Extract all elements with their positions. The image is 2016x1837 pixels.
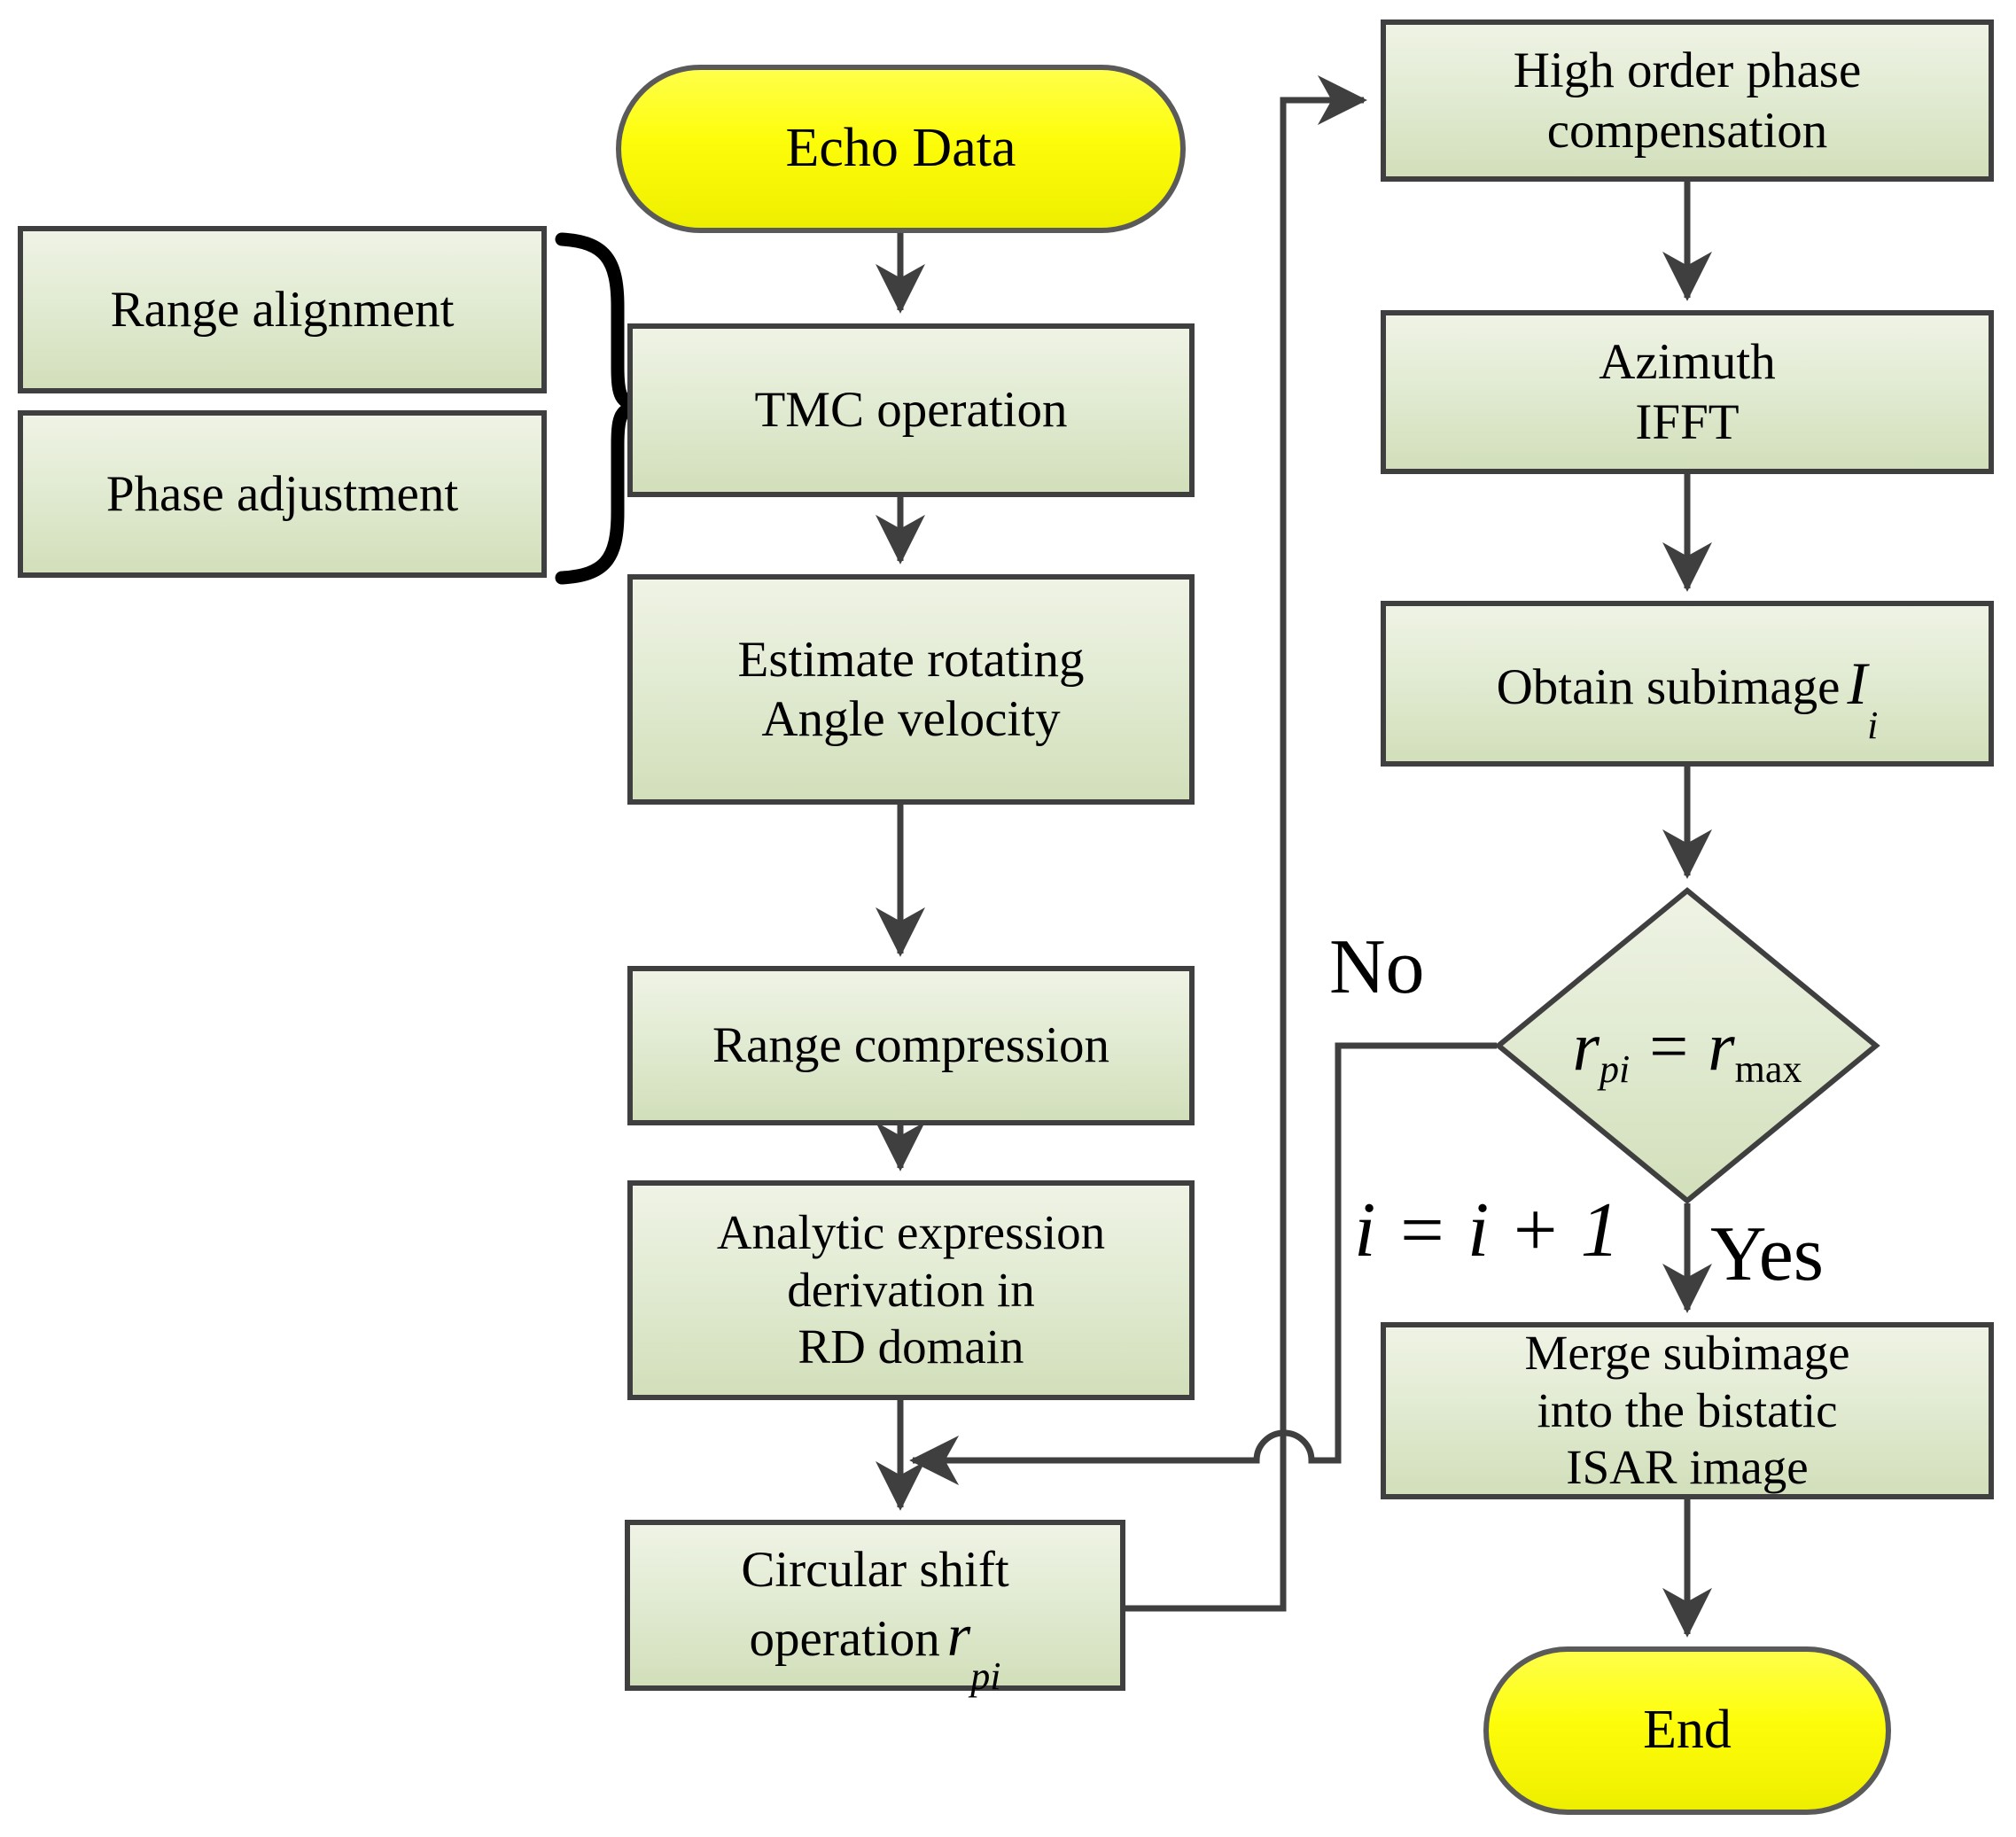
node-end: End xyxy=(1483,1646,1891,1815)
circular-shift-line1: Circular shift xyxy=(741,1541,1009,1598)
node-range-alignment: Range alignment xyxy=(18,226,547,393)
estimate-rotating-line1: Estimate rotating xyxy=(737,631,1085,688)
node-range-compression: Range compression xyxy=(627,966,1195,1125)
node-analytic-expression: Analytic expression derivation in RD dom… xyxy=(627,1180,1195,1400)
analytic-expression-line1: Analytic expression xyxy=(716,1204,1106,1259)
decision-operator: = xyxy=(1649,1007,1689,1085)
edge-label-no: No xyxy=(1329,924,1425,1010)
decision-diamond-shape xyxy=(1494,887,1880,1204)
echo-data-label: Echo Data xyxy=(785,118,1016,179)
decision-lhs: r xyxy=(1572,1007,1600,1085)
high-order-phase-line2: compensation xyxy=(1546,102,1828,159)
circular-shift-symbol: r xyxy=(946,1601,971,1669)
decision-rhs: r xyxy=(1708,1007,1735,1085)
estimate-rotating-line2: Angle velocity xyxy=(761,691,1061,747)
analytic-expression-line2: derivation in xyxy=(787,1262,1035,1317)
loop-circularshift-to-highorder xyxy=(1125,75,1367,1612)
range-alignment-label: Range alignment xyxy=(110,281,455,338)
range-compression-label: Range compression xyxy=(712,1017,1109,1074)
phase-adjustment-label: Phase adjustment xyxy=(105,465,459,522)
node-estimate-rotating: Estimate rotating Angle velocity xyxy=(627,574,1195,805)
node-phase-adjustment: Phase adjustment xyxy=(18,410,547,578)
edge-label-yes: Yes xyxy=(1710,1211,1825,1297)
tmc-operation-label: TMC operation xyxy=(754,382,1068,439)
azimuth-ifft-line1: Azimuth xyxy=(1599,334,1776,391)
high-order-phase-line1: High order phase xyxy=(1513,43,1862,99)
azimuth-ifft-line2: IFFT xyxy=(1635,393,1740,450)
edge-label-increment: i = i + 1 xyxy=(1354,1187,1620,1273)
obtain-subimage-symbol-sub: i xyxy=(1867,703,1879,747)
obtain-subimage-label: Obtain subimage xyxy=(1496,659,1841,716)
loop-decision-no-feedback xyxy=(909,1042,1497,1485)
circular-shift-line2-text: operation xyxy=(749,1611,940,1667)
end-label: End xyxy=(1643,1700,1732,1761)
merge-subimage-line1: Merge subimage xyxy=(1524,1325,1850,1380)
circular-shift-symbol-sub: pi xyxy=(970,1654,1001,1699)
merge-subimage-line2: into the bistatic xyxy=(1537,1382,1838,1437)
node-high-order-phase: High order phase compensation xyxy=(1381,19,1994,182)
node-tmc-operation: TMC operation xyxy=(627,323,1195,497)
node-merge-subimage: Merge subimage into the bistatic ISAR im… xyxy=(1381,1322,1994,1499)
analytic-expression-line3: RD domain xyxy=(798,1319,1024,1374)
obtain-subimage-symbol: I xyxy=(1847,650,1868,718)
merge-subimage-line3: ISAR image xyxy=(1566,1440,1809,1495)
node-azimuth-ifft: Azimuth IFFT xyxy=(1381,310,1994,474)
node-echo-data: Echo Data xyxy=(616,65,1186,233)
